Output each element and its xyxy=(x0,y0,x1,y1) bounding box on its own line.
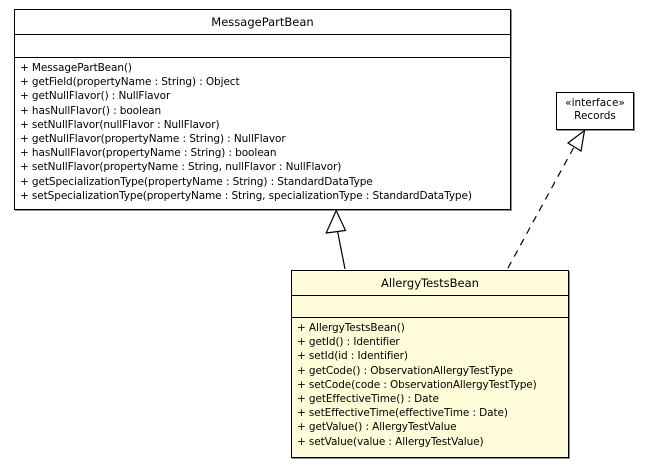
interface-name-records: Records xyxy=(574,110,616,122)
interface-title-records: «interface» Records xyxy=(557,93,633,126)
operation-row: + MessagePartBean() xyxy=(20,62,132,74)
class-name-message-part-bean: MessagePartBean xyxy=(15,10,510,35)
operation-row: + setEffectiveTime(effectiveTime : Date) xyxy=(297,407,508,420)
generalization-connector xyxy=(325,209,347,270)
operation-row: + setNullFlavor(nullFlavor : NullFlavor) xyxy=(20,118,220,131)
operation-row: + hasNullFlavor() : boolean xyxy=(20,104,162,117)
class-box-message-part-bean[interactable]: MessagePartBean + MessagePartBean() + ge… xyxy=(14,9,511,210)
operation-row: + getNullFlavor() : NullFlavor xyxy=(20,90,171,103)
operation-row: + getNullFlavor(propertyName : String) :… xyxy=(20,133,286,146)
class-name-allergy-tests-bean: AllergyTestsBean xyxy=(292,271,568,296)
operations-compartment-allergy-tests-bean: + AllergyTestsBean() + getId() : Identif… xyxy=(292,318,568,453)
operation-row: + setNullFlavor(propertyName : String, n… xyxy=(20,161,342,174)
operation-row: + getValue() : AllergyTestValue xyxy=(297,421,457,434)
stereotype-label: «interface» xyxy=(565,97,625,109)
realization-connector xyxy=(507,129,586,269)
operation-row: + hasNullFlavor(propertyName : String) :… xyxy=(20,147,277,160)
operations-compartment-message-part-bean: + MessagePartBean() + getField(propertyN… xyxy=(15,58,510,207)
operation-row: + AllergyTestsBean() xyxy=(297,322,405,334)
operation-row: + setCode(code : ObservationAllergyTestT… xyxy=(297,378,537,391)
class-box-allergy-tests-bean[interactable]: AllergyTestsBean + AllergyTestsBean() + … xyxy=(291,270,569,458)
hollow-triangle-arrowhead xyxy=(566,129,586,152)
attributes-compartment-allergy-tests-bean xyxy=(292,296,568,318)
interface-box-records[interactable]: «interface» Records xyxy=(556,92,634,130)
operation-row: + setId(id : Identifier) xyxy=(297,350,408,363)
operation-row: + getCode() : ObservationAllergyTestType xyxy=(297,364,513,377)
operation-row: + getField(propertyName : String) : Obje… xyxy=(20,76,240,89)
operation-row: + getId() : Identifier xyxy=(297,336,400,349)
operation-row: + setValue(value : AllergyTestValue) xyxy=(297,435,484,448)
attributes-compartment-message-part-bean xyxy=(15,35,510,58)
operation-row: + getSpecializationType(propertyName : S… xyxy=(20,175,373,188)
operation-row: + getEffectiveTime() : Date xyxy=(297,393,439,406)
operation-row: + setSpecializationType(propertyName : S… xyxy=(20,189,472,202)
hollow-triangle-arrowhead xyxy=(325,209,347,234)
